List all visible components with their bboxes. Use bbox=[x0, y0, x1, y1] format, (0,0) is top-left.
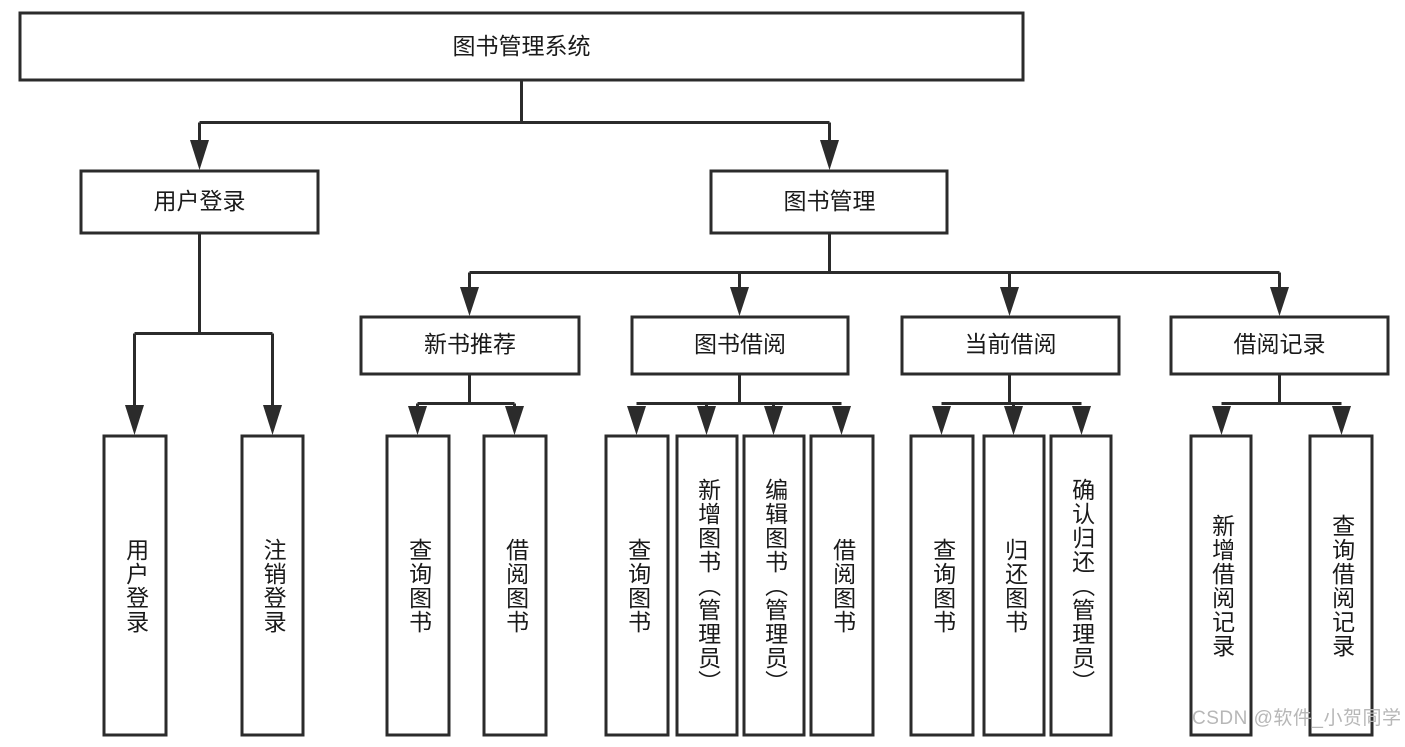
node-new-book-rec[interactable]: 新书推荐 bbox=[359, 315, 581, 376]
node-leaf-logout-box[interactable] bbox=[240, 434, 305, 737]
csdn-watermark: CSDN @软件_小贺同学 bbox=[1192, 708, 1402, 729]
leaf-boxes bbox=[102, 434, 1374, 737]
node-book-manage[interactable]: 图书管理 bbox=[709, 169, 949, 235]
node-current-borrow-label: 当前借阅 bbox=[965, 331, 1057, 357]
node-leaf-query-book-2-label: 查询图书 bbox=[624, 537, 651, 634]
arrowhead-leaf-borrow-book-1 bbox=[505, 406, 524, 435]
arrowhead-leaf-edit-book bbox=[764, 406, 783, 435]
node-leaf-return-book-label: 归还图书 bbox=[1001, 537, 1028, 634]
node-leaf-add-book-box[interactable] bbox=[675, 434, 739, 737]
arrowhead-user-login bbox=[190, 140, 209, 170]
node-root[interactable]: 图书管理系统 bbox=[18, 11, 1025, 82]
node-root-label: 图书管理系统 bbox=[453, 33, 591, 59]
arrowhead-borrow-record bbox=[1270, 287, 1289, 316]
node-leaf-user-login-label: 用户登录 bbox=[122, 537, 149, 634]
node-leaf-return-book-box[interactable] bbox=[982, 434, 1046, 737]
node-leaf-confirm-return-box[interactable] bbox=[1049, 434, 1113, 737]
connector-group-book-borrow-to-leaves bbox=[627, 374, 851, 435]
node-leaf-edit-book-box[interactable] bbox=[742, 434, 806, 737]
node-book-manage-label: 图书管理 bbox=[784, 188, 876, 214]
node-book-borrow[interactable]: 图书借阅 bbox=[630, 315, 850, 376]
node-leaf-query-book-1-box[interactable] bbox=[385, 434, 451, 737]
node-leaf-query-book-3-label: 查询图书 bbox=[929, 537, 956, 634]
connector-group-current-borrow-to-leaves bbox=[932, 374, 1091, 435]
node-leaf-confirm-return-label: 确认归还（管理员） bbox=[1068, 477, 1095, 694]
node-current-borrow-box[interactable] bbox=[900, 315, 1121, 376]
connector-group-new-book-rec-to-leaves bbox=[408, 374, 524, 435]
node-user-login-box[interactable] bbox=[79, 169, 320, 235]
arrowhead-leaf-query-book-2 bbox=[627, 406, 646, 435]
node-book-manage-box[interactable] bbox=[709, 169, 949, 235]
arrowhead-leaf-user-login bbox=[125, 405, 144, 435]
node-leaf-add-record-box[interactable] bbox=[1189, 434, 1253, 737]
arrowhead-leaf-borrow-book-2 bbox=[832, 406, 851, 435]
node-leaf-borrow-book-1-box[interactable] bbox=[482, 434, 548, 737]
arrowhead-leaf-query-book-3 bbox=[932, 406, 951, 435]
connector-group-root-to-level1 bbox=[190, 80, 839, 170]
node-root-box[interactable] bbox=[18, 11, 1025, 82]
node-book-borrow-label: 图书借阅 bbox=[694, 331, 786, 357]
arrowhead-book-borrow bbox=[730, 287, 749, 316]
arrowhead-leaf-add-book bbox=[697, 406, 716, 435]
node-leaf-edit-book-label: 编辑图书（管理员） bbox=[761, 477, 788, 694]
node-user-login[interactable]: 用户登录 bbox=[79, 169, 320, 235]
node-leaf-query-record-label: 查询借阅记录 bbox=[1328, 513, 1355, 658]
node-borrow-record-label: 借阅记录 bbox=[1234, 331, 1326, 357]
node-current-borrow[interactable]: 当前借阅 bbox=[900, 315, 1121, 376]
node-leaf-query-book-3-box[interactable] bbox=[909, 434, 975, 737]
node-new-book-rec-box[interactable] bbox=[359, 315, 581, 376]
connector-group-user-login-to-leaves bbox=[125, 233, 282, 435]
arrowhead-leaf-logout bbox=[263, 405, 282, 435]
node-leaf-query-book-1-label: 查询图书 bbox=[405, 537, 432, 634]
node-leaf-add-book-label: 新增图书（管理员） bbox=[694, 477, 721, 694]
node-leaf-query-record-box[interactable] bbox=[1308, 434, 1374, 737]
node-leaf-add-record-label: 新增借阅记录 bbox=[1208, 513, 1235, 658]
arrowhead-leaf-confirm-return bbox=[1072, 406, 1091, 435]
node-book-borrow-box[interactable] bbox=[630, 315, 850, 376]
connector-group-book-manage-to-level2 bbox=[460, 233, 1289, 316]
arrowhead-leaf-query-record bbox=[1332, 406, 1351, 435]
node-borrow-record[interactable]: 借阅记录 bbox=[1169, 315, 1390, 376]
connector-group-borrow-record-to-leaves bbox=[1212, 374, 1351, 435]
arrowhead-leaf-query-book-1 bbox=[408, 406, 427, 435]
node-leaf-query-book-2-box[interactable] bbox=[604, 434, 670, 737]
node-borrow-record-box[interactable] bbox=[1169, 315, 1390, 376]
node-user-login-label: 用户登录 bbox=[154, 188, 246, 214]
node-leaf-borrow-book-2-box[interactable] bbox=[809, 434, 875, 737]
node-leaf-user-login-box[interactable] bbox=[102, 434, 168, 737]
node-leaf-logout-label: 注销登录 bbox=[260, 537, 287, 634]
node-leaf-borrow-book-2-label: 借阅图书 bbox=[829, 537, 856, 634]
node-leaf-borrow-book-1-label: 借阅图书 bbox=[502, 537, 529, 634]
arrowhead-new-book-rec bbox=[460, 287, 479, 316]
node-new-book-rec-label: 新书推荐 bbox=[424, 331, 516, 357]
arrowhead-leaf-return-book bbox=[1004, 406, 1023, 435]
arrowhead-book-manage bbox=[820, 140, 839, 170]
arrowhead-current-borrow bbox=[1000, 287, 1019, 316]
arrowhead-leaf-add-record bbox=[1212, 406, 1231, 435]
